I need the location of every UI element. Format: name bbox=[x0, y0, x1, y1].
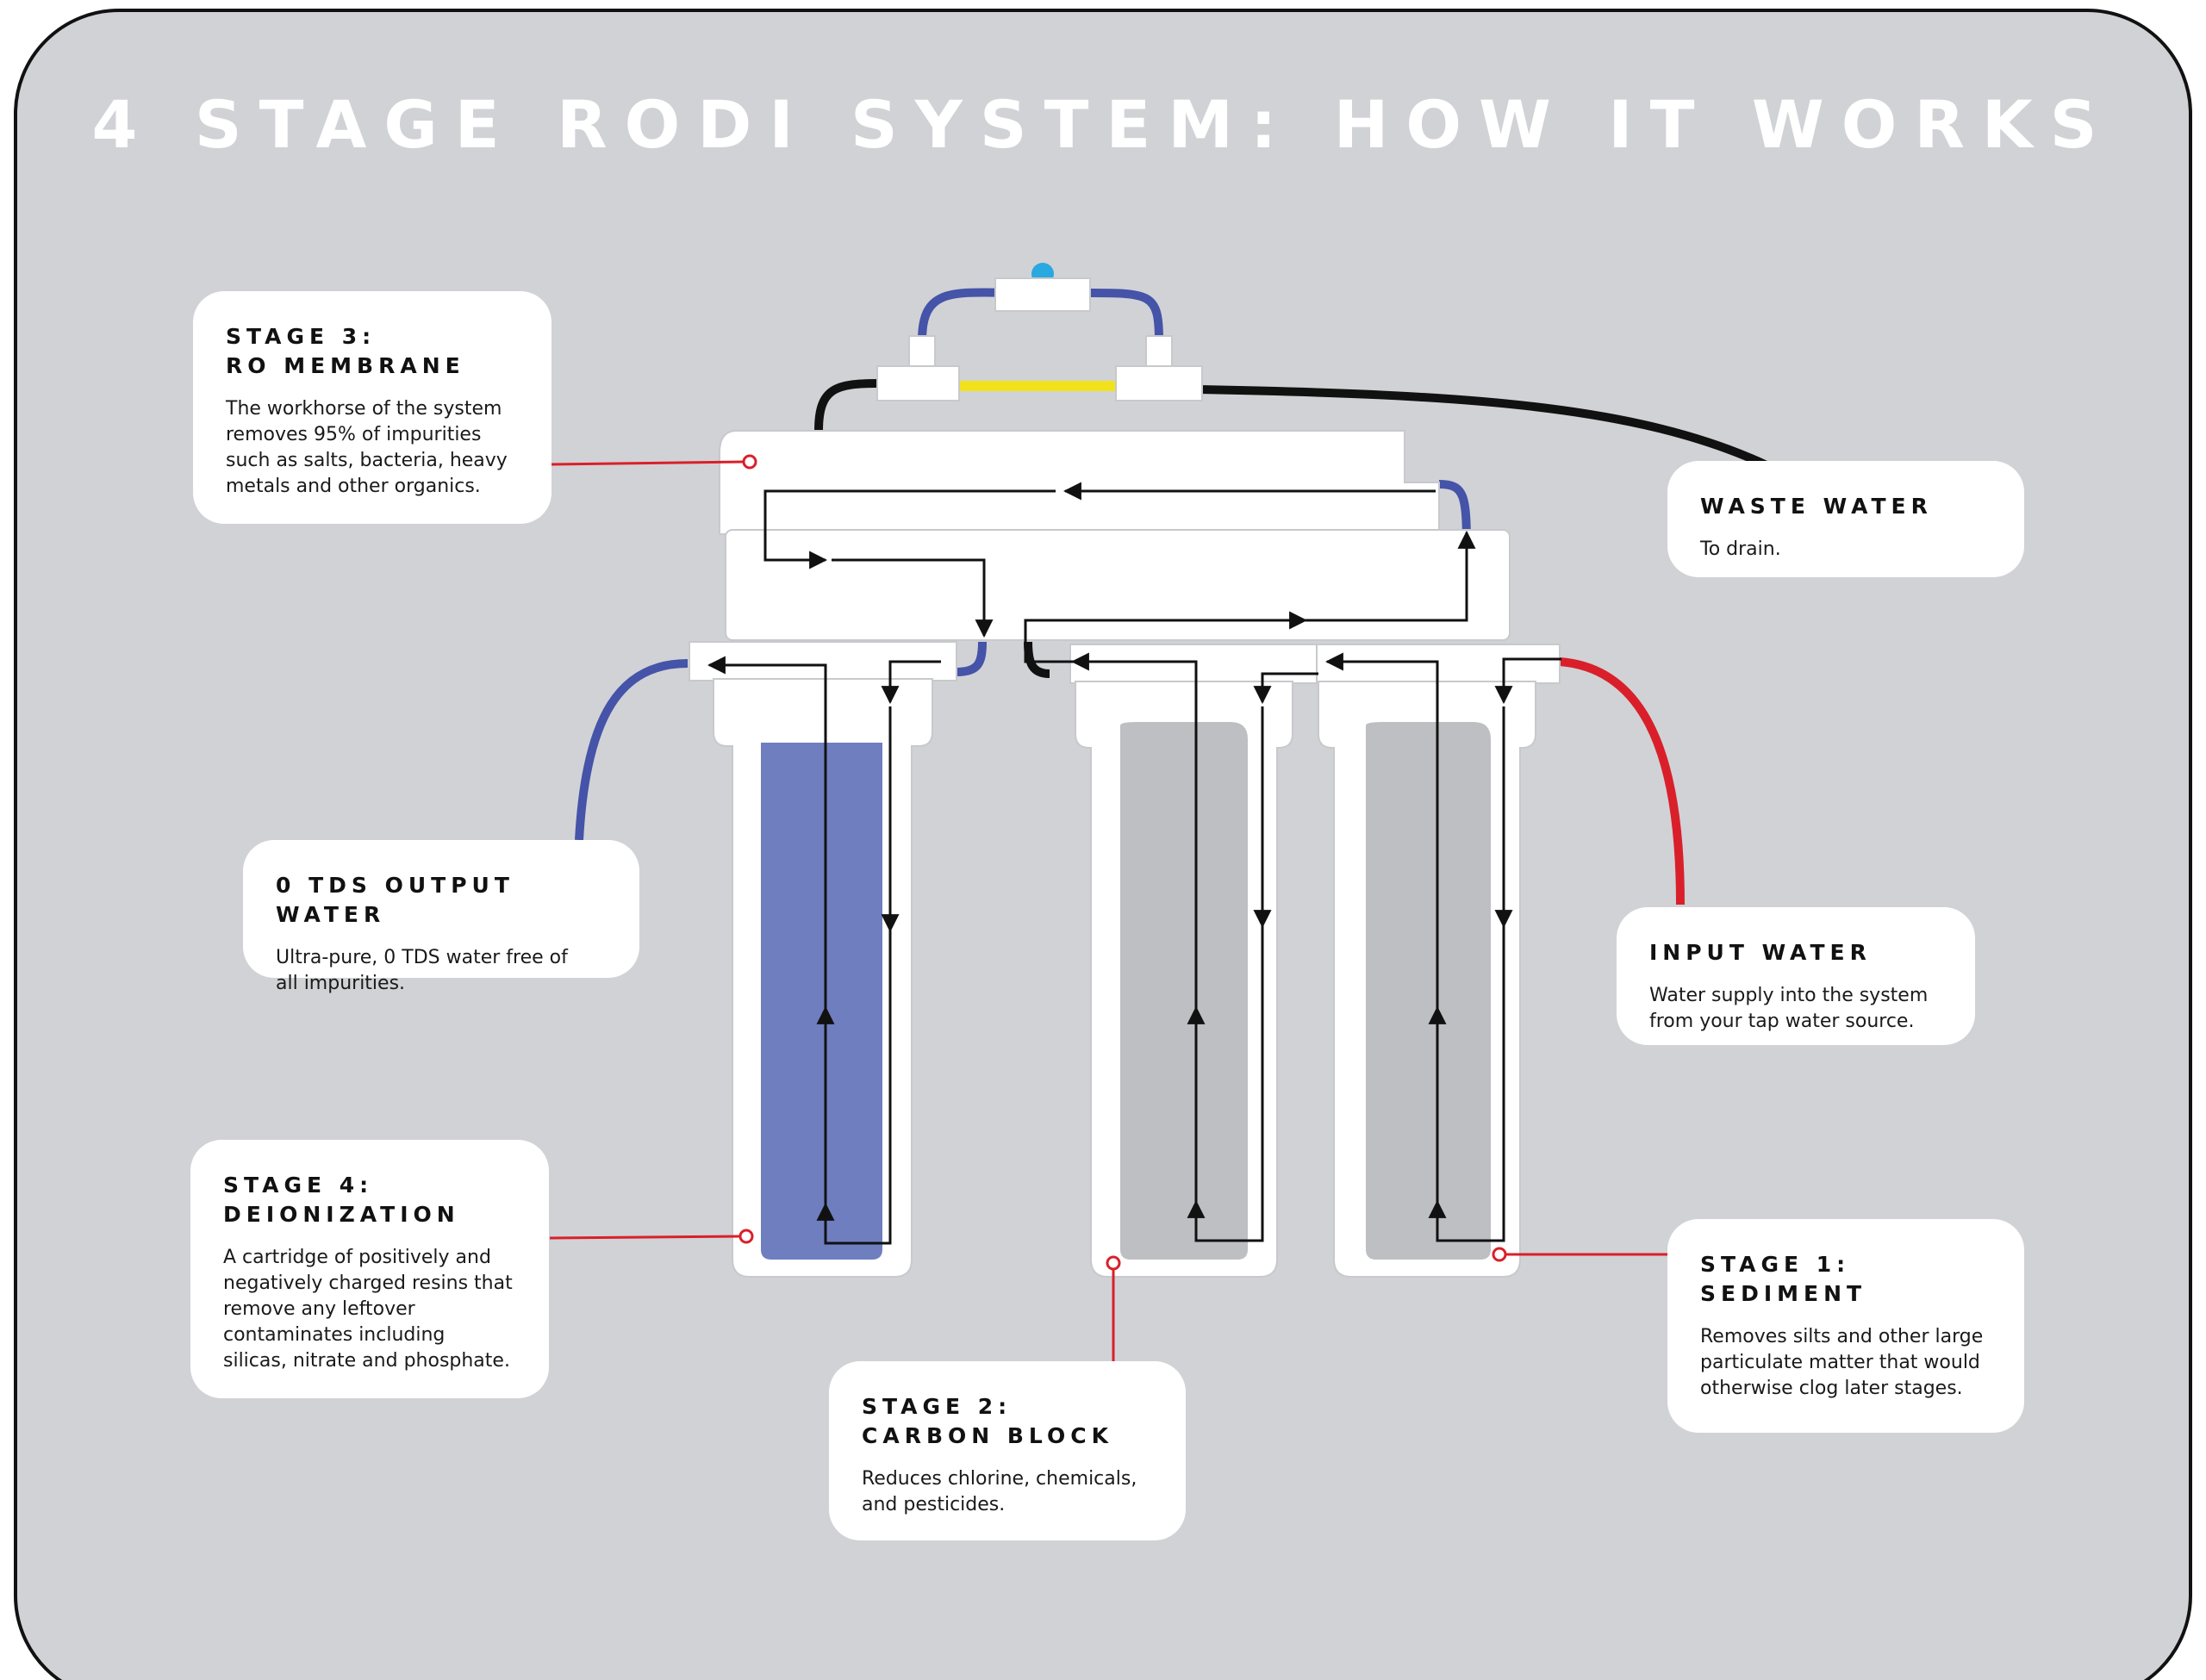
output-title: 0 TDS OUTPUT WATER bbox=[276, 873, 514, 927]
tee-fitting-right bbox=[1115, 335, 1203, 401]
output-callout: 0 TDS OUTPUT WATER Ultra-pure, 0 TDS wat… bbox=[243, 840, 639, 994]
stage1-title: STAGE 1: SEDIMENT bbox=[1700, 1252, 1867, 1306]
stage2-title: STAGE 2: CARBON BLOCK bbox=[862, 1394, 1113, 1448]
stage4-callout: STAGE 4: DEIONIZATION A cartridge of pos… bbox=[190, 1140, 549, 1398]
link-tube-blue bbox=[956, 641, 987, 676]
stage2-canister bbox=[1069, 644, 1326, 1278]
stage3-title: STAGE 3: RO MEMBRANE bbox=[226, 324, 465, 378]
page-title: 4 STAGE RODI SYSTEM: HOW IT WORKS bbox=[91, 86, 2115, 163]
waste-tube-left bbox=[814, 379, 880, 432]
stage1-canister bbox=[1316, 644, 1561, 1278]
input-callout: INPUT WATER Water supply into the system… bbox=[1617, 907, 1975, 1045]
stage1-body: Removes silts and other large particulat… bbox=[1700, 1326, 1984, 1399]
stage4-title: STAGE 4: DEIONIZATION bbox=[223, 1173, 460, 1227]
mounting-bracket bbox=[725, 529, 1511, 641]
waste-tube bbox=[1197, 385, 1769, 470]
stage3-body: The workhorse of the system removes 95% … bbox=[226, 398, 508, 497]
stage2-body: Reduces chlorine, chemicals, and pestici… bbox=[862, 1468, 1137, 1515]
input-tube bbox=[1559, 657, 1685, 905]
tee-fitting-left bbox=[876, 335, 960, 401]
leader-lines bbox=[549, 454, 1667, 1361]
ro-membrane-housing bbox=[719, 430, 1440, 535]
waste-body: To drain. bbox=[1700, 538, 1781, 560]
stage4-body: A cartridge of positively and negatively… bbox=[223, 1247, 513, 1372]
stage4-canister bbox=[689, 641, 957, 1278]
waste-title: WASTE WATER bbox=[1700, 494, 1933, 519]
valve-body bbox=[994, 277, 1091, 312]
output-body: Ultra-pure, 0 TDS water free of all impu… bbox=[276, 947, 568, 994]
link-tube-black bbox=[1024, 641, 1050, 678]
flow-arrows bbox=[707, 482, 1561, 1245]
input-body: Water supply into the system from your t… bbox=[1649, 985, 1929, 1032]
stage2-callout: STAGE 2: CARBON BLOCK Reduces chlorine, … bbox=[829, 1361, 1186, 1540]
output-tube bbox=[575, 659, 689, 841]
stage3-callout: STAGE 3: RO MEMBRANE The workhorse of th… bbox=[193, 291, 552, 524]
waste-callout: WASTE WATER To drain. bbox=[1667, 461, 2024, 577]
input-title: INPUT WATER bbox=[1649, 940, 1872, 965]
stage1-callout: STAGE 1: SEDIMENT Removes silts and othe… bbox=[1667, 1219, 2024, 1433]
